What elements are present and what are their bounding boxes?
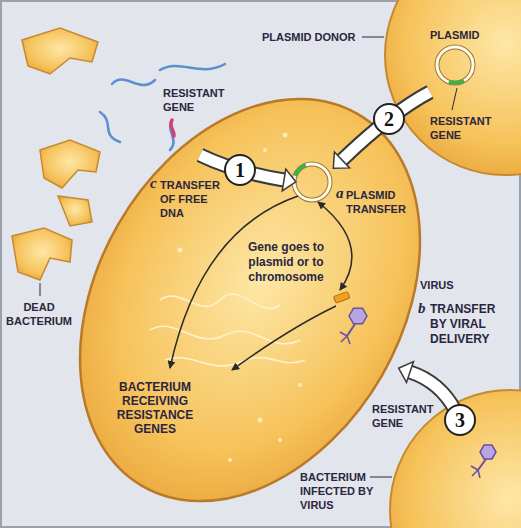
virus-tail [347, 324, 355, 336]
leader-line [370, 477, 392, 478]
arrow-head [333, 152, 349, 168]
granule [298, 383, 302, 387]
plasmid-ring [437, 47, 473, 83]
granule [178, 248, 183, 253]
donor-bacterium [385, 0, 521, 175]
arrow-head [399, 362, 414, 383]
dna-strand [112, 80, 155, 85]
leader-line [452, 88, 457, 110]
part-label: BACTERIUM INFECTED BY VIRUS [300, 470, 378, 512]
part-label: PLASMID DONOR [262, 30, 356, 44]
callout-number: 2 [384, 109, 394, 129]
virus-legs [471, 466, 480, 478]
part-label: BACTERIUM RECEIVING RESISTANCE GENES [100, 380, 210, 436]
callout-number: 1 [235, 160, 245, 180]
dna-strand [160, 64, 225, 70]
virus-symbol [480, 445, 496, 459]
dead-fragment [12, 228, 72, 280]
step-letter: b [418, 300, 426, 316]
dna-strand [100, 112, 120, 142]
granule [258, 418, 263, 423]
dead-fragment [58, 196, 92, 226]
leader-line [40, 283, 41, 296]
callout-circle: 3 [444, 404, 476, 436]
resistant-gene [449, 81, 464, 83]
virus-symbol [349, 308, 367, 324]
viral-gene [333, 291, 349, 303]
part-label: RESISTANT GENE [163, 86, 235, 114]
dead-fragment [40, 140, 100, 188]
leader-line [362, 37, 384, 38]
chromosome-strand [165, 358, 305, 366]
arrow-shaft [342, 92, 430, 160]
step-label: TRANSFER BY VIRAL DELIVERY [430, 302, 510, 347]
callout-number: 3 [455, 410, 465, 430]
receiving-bacterium [11, 38, 489, 528]
gene-arrow [232, 306, 336, 370]
transfer-arrow [333, 92, 430, 168]
callout-circle: 1 [224, 154, 256, 186]
dna-strand [170, 120, 174, 150]
step-label: TRANSFER OF FREE DNA [160, 178, 224, 220]
arrow-shaft [342, 92, 430, 160]
part-label: PLASMID [430, 28, 480, 42]
step-letter: a [336, 185, 344, 201]
granule [263, 148, 267, 152]
granule [278, 438, 282, 442]
part-label: DEAD BACTERIUM [6, 300, 72, 328]
chromosome-strand [160, 294, 280, 308]
step-label: PLASMID TRANSFER [346, 188, 412, 216]
chromosome-strand [150, 326, 300, 344]
free-dna [100, 64, 225, 150]
plasmid-ring [294, 164, 330, 200]
resistant-gene [295, 165, 306, 176]
plasmid-ring [294, 164, 330, 200]
part-label: VIRUS [420, 278, 454, 292]
transfer-arrow [399, 362, 455, 410]
part-label: RESISTANT GENE [430, 114, 502, 142]
arrow-head [282, 169, 296, 191]
virus-legs [340, 332, 350, 344]
part-label: RESISTANT GENE [372, 402, 444, 430]
granule [228, 458, 232, 462]
process-note: Gene goes to plasmid or to chromosome [246, 240, 326, 285]
dead-fragment [22, 28, 98, 74]
granule [283, 133, 288, 138]
plasmid-ring [437, 47, 473, 83]
resistant-gene [171, 120, 174, 136]
virus-tail [478, 459, 486, 470]
step-letter: c [150, 175, 157, 191]
callout-circle: 2 [373, 103, 405, 135]
